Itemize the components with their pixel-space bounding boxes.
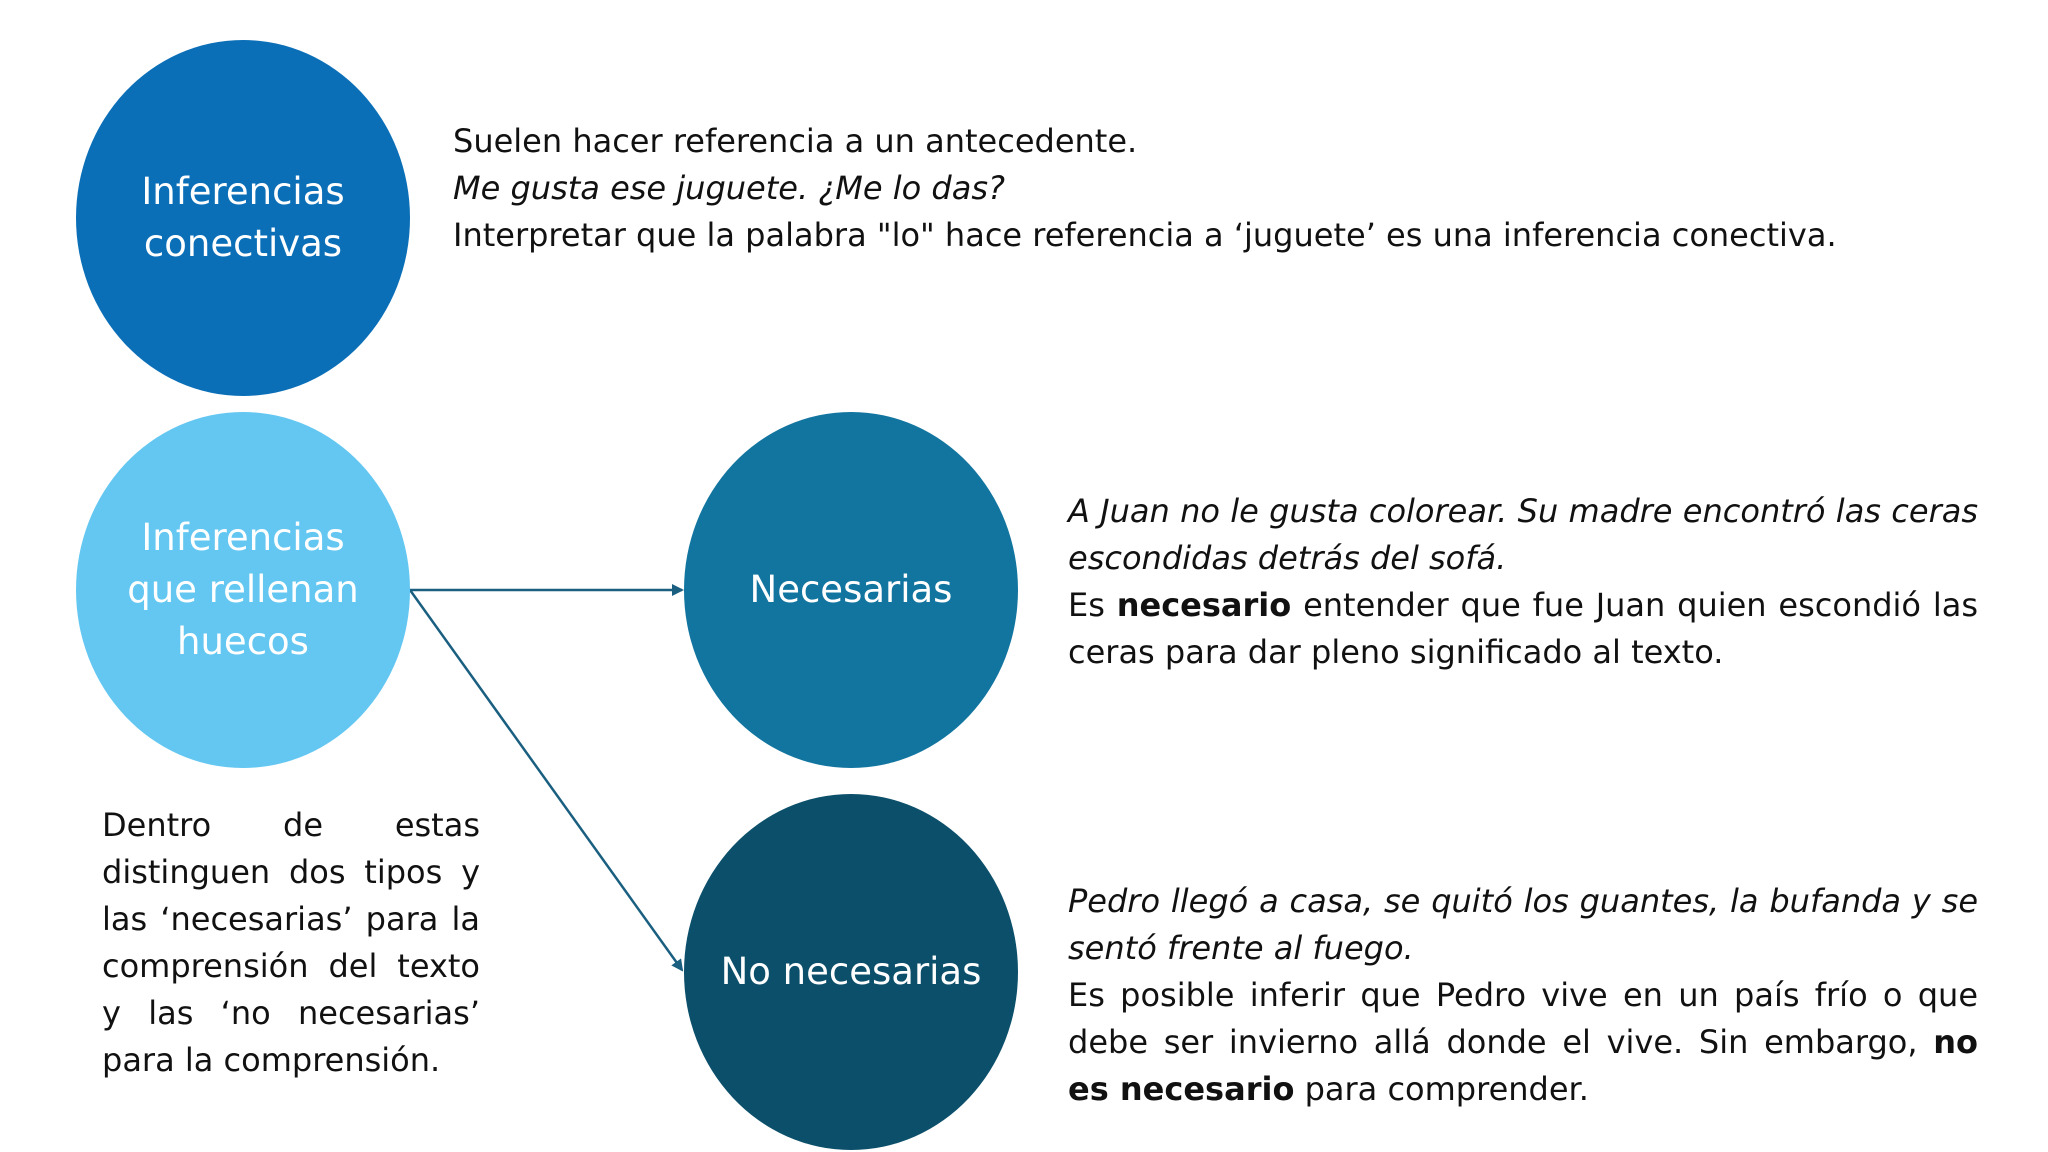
huecos-description: Dentro de estas distinguen dos tipos y l… bbox=[102, 802, 480, 1084]
necesarias-description: A Juan no le gusta colorear. Su madre en… bbox=[1068, 488, 1978, 676]
text-segment: para comprender. bbox=[1294, 1070, 1589, 1108]
node-no-necesarias: No necesarias bbox=[684, 794, 1018, 1150]
emphasis-necesario: necesario bbox=[1116, 586, 1292, 624]
conectivas-example: Me gusta ese juguete. ¿Me lo das? bbox=[453, 169, 1005, 207]
node-inferencias-conectivas: Inferencias conectivas bbox=[76, 40, 410, 396]
conectivas-line: Suelen hacer referencia a un antecedente… bbox=[453, 122, 1138, 160]
conectivas-explanation: Interpretar que la palabra "lo" hace ref… bbox=[453, 216, 1837, 254]
text-segment: Es posible inferir que Pedro vive en un … bbox=[1068, 976, 1978, 1061]
necesarias-example: A Juan no le gusta colorear. Su madre en… bbox=[1068, 492, 1978, 577]
text-segment: entender que fue Juan quien escondió las… bbox=[1068, 586, 1979, 671]
no-necesarias-explanation: Es posible inferir que Pedro vive en un … bbox=[1068, 972, 1978, 1113]
node-necesarias: Necesarias bbox=[684, 412, 1018, 768]
emphasis-no-necesario: no es necesario bbox=[1068, 1023, 1978, 1108]
no-necesarias-description: Pedro llegó a casa, se quitó los guantes… bbox=[1068, 878, 1978, 1113]
node-inferencias-huecos: Inferencias que rellenan huecos bbox=[76, 412, 410, 768]
no-necesarias-example: Pedro llegó a casa, se quitó los guantes… bbox=[1068, 882, 1978, 967]
text-segment: Es bbox=[1068, 586, 1117, 624]
node-label: Inferencias conectivas bbox=[141, 170, 345, 265]
necesarias-explanation: Es necesario entender que fue Juan quien… bbox=[1068, 582, 1978, 676]
arrow-to-no-necesarias bbox=[408, 589, 684, 972]
node-label: No necesarias bbox=[720, 950, 982, 993]
huecos-text: Dentro de estas distinguen dos tipos y l… bbox=[102, 806, 480, 1079]
conectivas-description: Suelen hacer referencia a un antecedente… bbox=[453, 118, 1883, 259]
node-label: Necesarias bbox=[749, 568, 953, 611]
node-label: Inferencias que rellenan huecos bbox=[127, 516, 359, 663]
